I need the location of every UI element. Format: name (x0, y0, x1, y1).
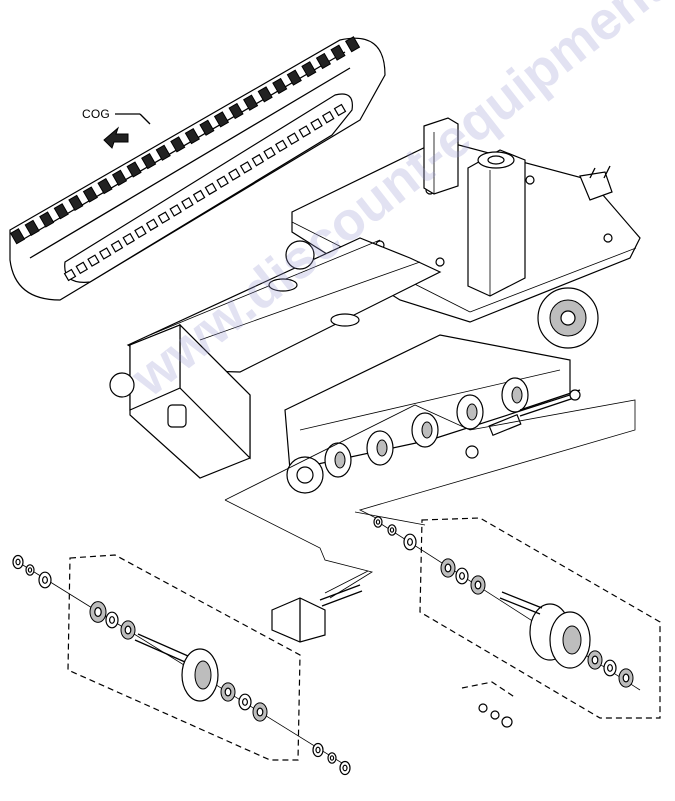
washer-hole (459, 572, 466, 580)
track-lug (53, 203, 69, 220)
track-lug (82, 186, 98, 203)
washer-hole (15, 558, 21, 566)
track-inner-lug (263, 146, 276, 160)
track-inner-lug (157, 211, 171, 224)
roller-bracket (271, 584, 363, 643)
track-inner-lug (275, 139, 288, 153)
track-lug (228, 102, 244, 120)
track-roller-hub (511, 386, 523, 404)
washer-hole (27, 567, 33, 573)
track-lug (199, 119, 215, 136)
track-lug (344, 36, 361, 53)
track-inner-lug (87, 254, 100, 267)
rear-bracket (579, 171, 613, 201)
track-lug (155, 144, 171, 161)
track-inner-lug (204, 182, 218, 196)
track-lug (213, 111, 230, 128)
undercarriage-frame (109, 117, 641, 494)
track-lug (9, 228, 26, 245)
washer-hole (591, 655, 599, 665)
track-lug (39, 211, 55, 228)
track-lug (97, 178, 113, 195)
tension-spring (465, 389, 581, 459)
track-lug (257, 86, 273, 103)
track-roller-hub (421, 421, 433, 439)
track-lug (24, 219, 40, 237)
track-lug (330, 44, 346, 61)
assembly-guides (224, 399, 636, 599)
track-lug (68, 194, 84, 211)
washer-hole (407, 538, 414, 546)
track-lug (184, 127, 200, 145)
washer-hole (224, 687, 232, 697)
track-inner-lug (333, 103, 347, 117)
track-inner-lug (122, 232, 135, 246)
track-inner-lug (63, 268, 77, 282)
washer-hole (315, 746, 321, 754)
washer-hole (242, 698, 249, 706)
box-handle (167, 404, 187, 428)
track-inner-lug (310, 118, 323, 131)
rubber-track (9, 36, 386, 301)
washer-hole (342, 764, 348, 772)
washer-hole (622, 673, 630, 683)
right-roller-exploded (373, 516, 661, 719)
track-lug (141, 152, 157, 170)
tower (467, 149, 526, 297)
drive-sprocket (537, 287, 599, 349)
track-roller-hub (334, 451, 346, 469)
washer-hole (256, 707, 264, 717)
bottom-right-hardware (478, 703, 513, 728)
track-inner-lug (192, 189, 206, 203)
track-lug (111, 169, 128, 186)
track-inner-lug (181, 196, 194, 210)
track-lug (170, 136, 186, 153)
front-post (423, 117, 459, 195)
track-inner-lug (134, 225, 147, 239)
track-roller-hub (466, 403, 478, 421)
track-inner-lug (228, 168, 241, 181)
washer-hole (94, 606, 102, 617)
track-lug (272, 77, 288, 95)
cog-arrow-icon (103, 126, 129, 149)
track-inner-lug (169, 204, 182, 217)
track-inner-lug (286, 132, 300, 145)
washer-hole (41, 576, 48, 584)
track-roller-hub (376, 439, 388, 457)
track-inner-lug (298, 125, 312, 138)
track-lug (301, 61, 317, 78)
track-lug (126, 161, 142, 178)
track-inner-lug (75, 261, 89, 275)
track-inner-lug (321, 110, 335, 124)
track-inner-lug (216, 175, 229, 189)
washer-hole (124, 625, 132, 635)
track-inner-lug (145, 218, 159, 232)
track-inner-lug (251, 153, 265, 167)
washer-hole (108, 616, 115, 624)
track-lug (315, 52, 332, 70)
track-lug (286, 69, 302, 86)
washer-hole (389, 527, 395, 533)
cog-label: COG (82, 107, 110, 121)
track-inner-lug (98, 247, 112, 260)
cog-pointer (103, 113, 151, 149)
washer-hole (375, 519, 381, 525)
washer-hole (474, 580, 482, 590)
washer-hole (444, 563, 452, 573)
track-inner-lug (110, 240, 124, 253)
left-roller-exploded (12, 554, 363, 776)
track-lug (243, 94, 259, 111)
track-rollers (324, 377, 529, 478)
track-inner-lug (239, 161, 253, 174)
washer-hole (329, 755, 335, 761)
washer-hole (606, 664, 613, 672)
